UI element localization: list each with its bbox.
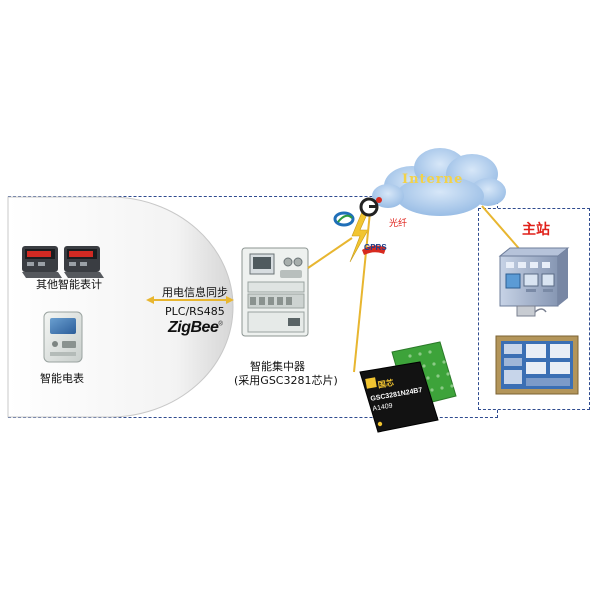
data-link-arrow [146,296,234,304]
g3-logo-icon [359,197,382,217]
zigbee-label: ZigBee® [168,319,223,336]
sync-label: 用电信息同步 [162,286,228,299]
master-station-label: 主站 [522,222,550,238]
wireless-link-line [307,237,353,269]
server-computers-icon [505,273,555,317]
other-meters-label: 其他智能表计 [36,278,102,291]
panel-meter-icon [64,246,104,278]
panel-meter-icon [22,246,62,278]
concentrator-label-line1: 智能集中器 [250,360,305,373]
smart-meter-icon [43,311,83,363]
gprs-label: GPRS [364,243,387,252]
internet-label: Interne [402,172,464,187]
gsc3281-chip-icon [359,341,457,433]
concentrator-icon [241,247,309,337]
concentrator-label-line2: (采用GSC3281芯片) [234,374,338,387]
backbone-link-line [481,205,523,253]
smart-meter-label: 智能电表 [40,372,84,385]
fiber-label: 光纤 [389,219,408,229]
fiber-link-line [353,211,371,373]
telecom-logo-icon [333,211,355,227]
internet-cloud-icon [372,148,506,216]
protocol-label: PLC/RS485 [165,305,225,318]
gprs-logo-icon [362,245,386,255]
monitor-screen-icon [495,335,579,395]
